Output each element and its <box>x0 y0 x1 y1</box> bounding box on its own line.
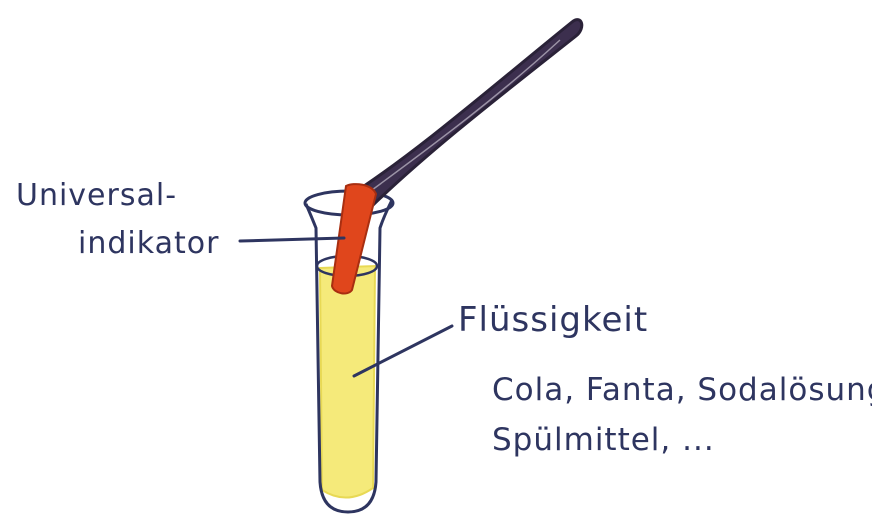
examples-label-line2: Spülmittel, ... <box>492 422 715 458</box>
liquid-label: Flüssigkeit <box>458 300 648 340</box>
examples-label-line1: Cola, Fanta, Sodalösung <box>492 372 872 408</box>
indicator-label-line2: indikator <box>78 226 219 261</box>
indicator-label-line1: Universal- <box>16 178 177 213</box>
liquid-fill <box>320 266 375 498</box>
indicator-pointer-line <box>240 238 344 241</box>
tweezers <box>352 20 582 206</box>
